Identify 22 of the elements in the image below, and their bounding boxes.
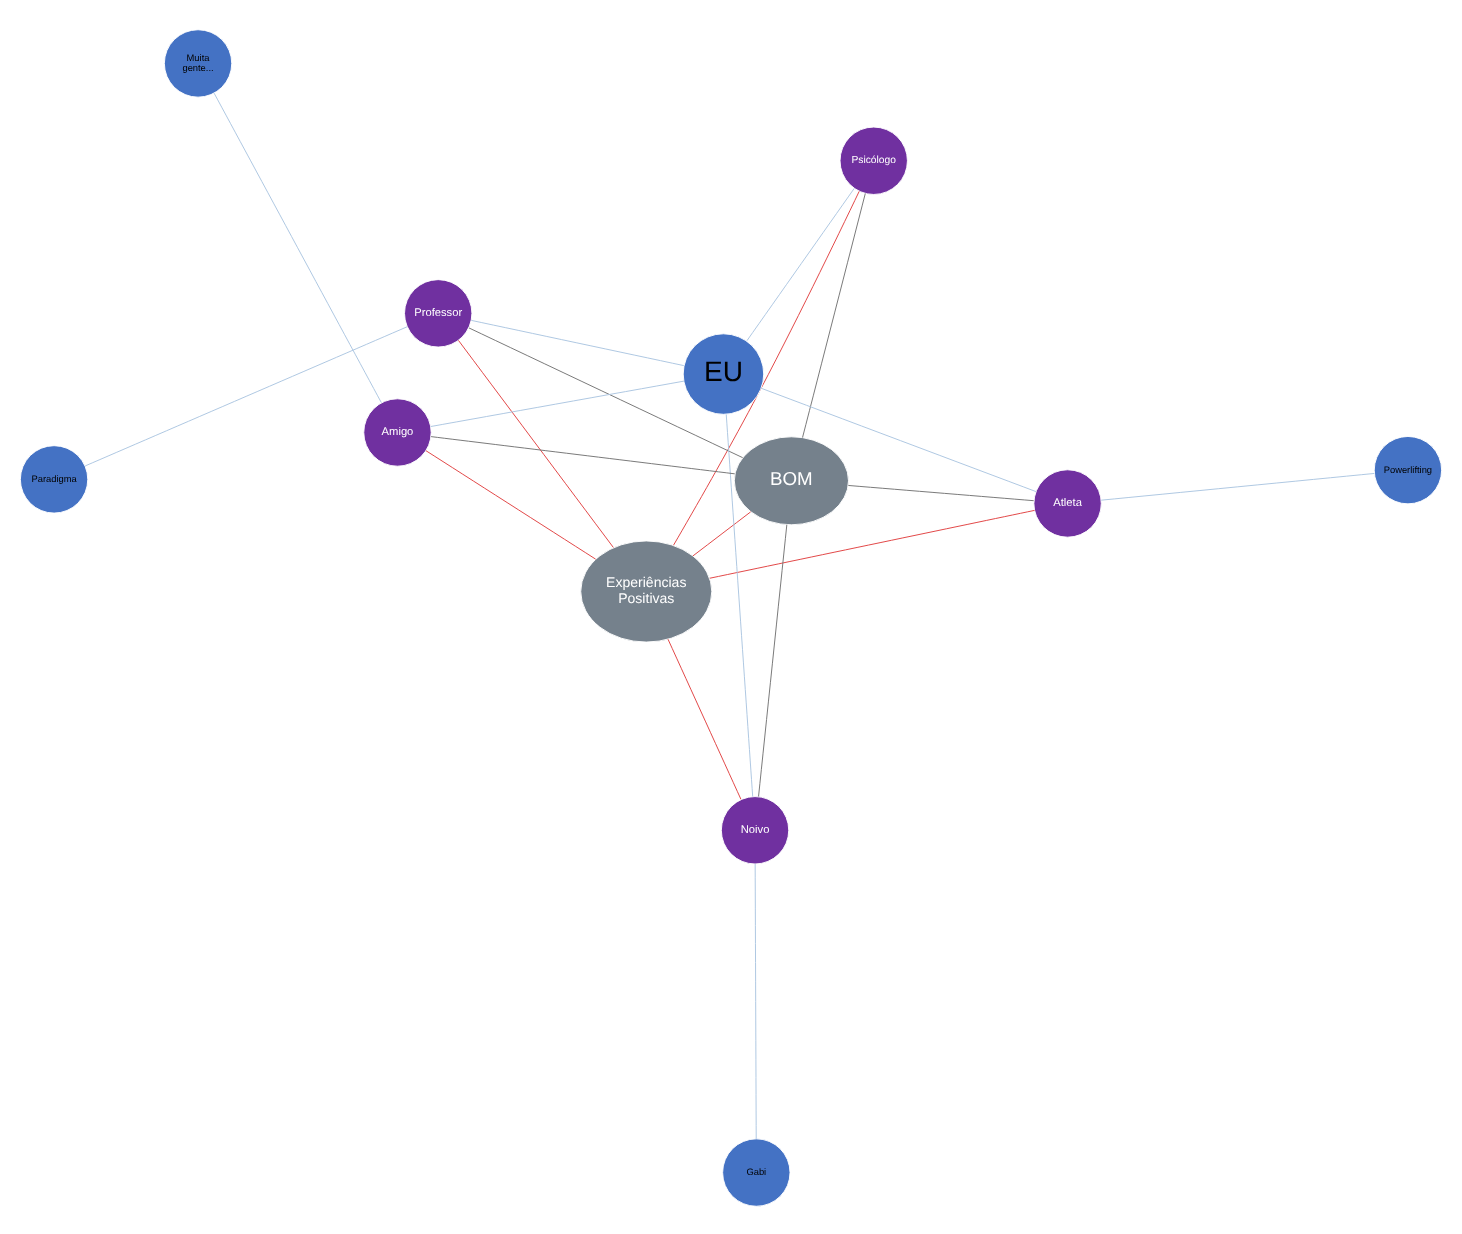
connector	[847, 484, 1035, 501]
connector	[425, 449, 597, 559]
connector	[760, 386, 1037, 492]
connector	[802, 192, 866, 437]
connector	[746, 186, 855, 341]
connector	[709, 508, 1036, 578]
node-ellipse: BOM	[733, 435, 849, 525]
connector	[754, 862, 757, 1139]
connector	[457, 338, 614, 547]
connector	[470, 318, 685, 366]
connector	[430, 435, 736, 474]
connector	[692, 510, 752, 556]
node-circle: EU	[682, 332, 765, 414]
connector	[673, 189, 860, 545]
connector	[213, 91, 382, 403]
connector	[1100, 471, 1375, 500]
connector	[468, 326, 744, 458]
connector	[84, 325, 408, 466]
connector	[667, 637, 742, 799]
connector	[758, 523, 788, 796]
connector	[725, 413, 754, 796]
connector	[430, 379, 685, 426]
